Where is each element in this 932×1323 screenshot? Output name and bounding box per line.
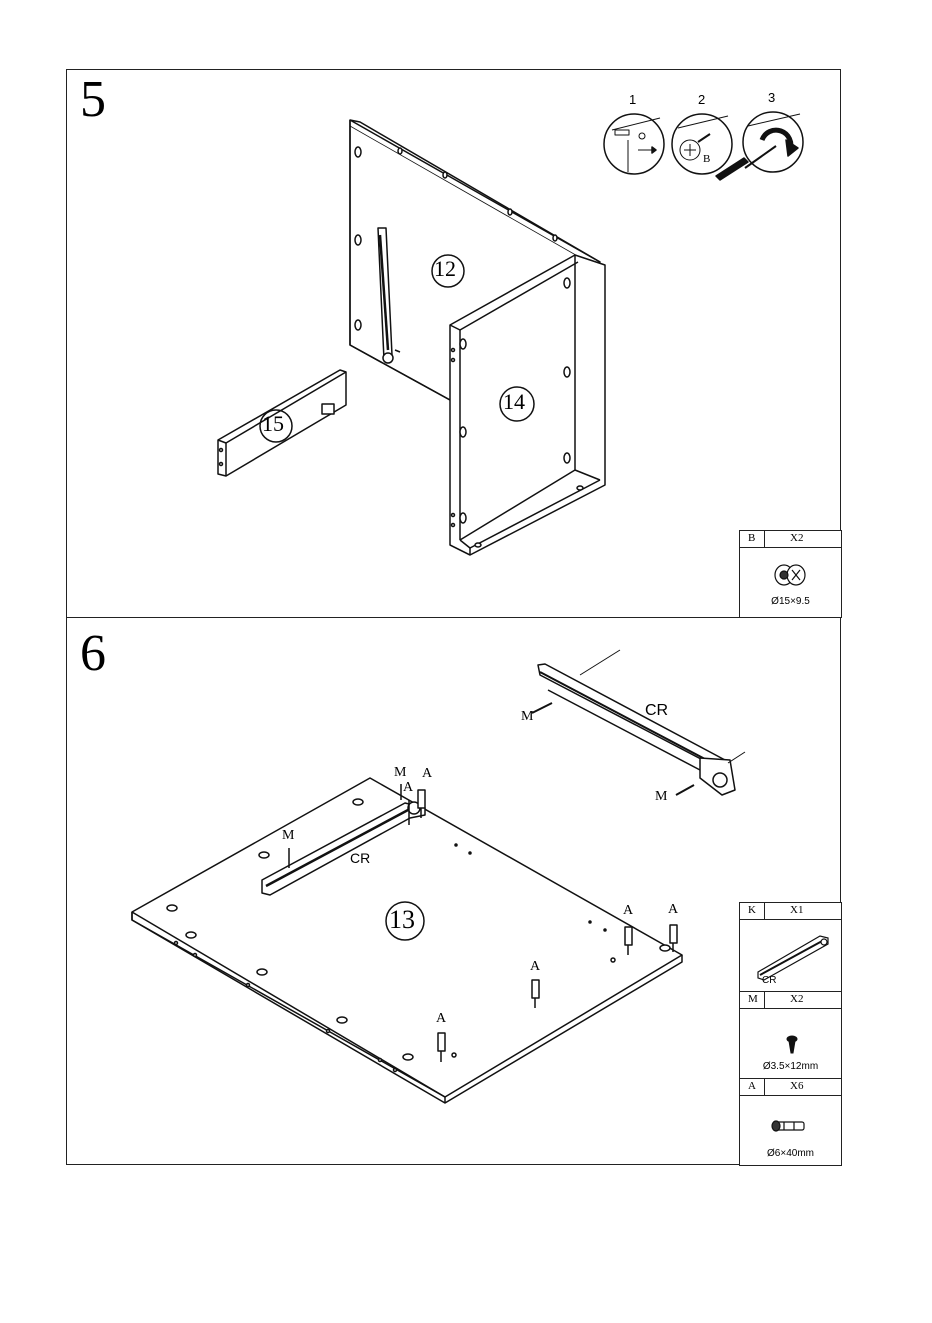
rail-label-detached: CR — [645, 703, 668, 719]
rail-label-mounted: CR — [350, 851, 370, 865]
screw-label-3: M — [282, 829, 294, 843]
part-quantity: X2 — [790, 993, 803, 1005]
cam-step-3-label: 3 — [768, 91, 775, 104]
parts-box-a: A X6 Ø6×40mm — [739, 1078, 842, 1166]
part-quantity: X2 — [790, 532, 803, 544]
part-quantity: X1 — [790, 904, 803, 916]
panel-13-label: 13 — [389, 907, 415, 933]
dowel-label-5: A — [530, 960, 540, 974]
panel-12-label: 12 — [434, 258, 456, 280]
drawer-rail-icon — [740, 920, 841, 992]
part-size: Ø6×40mm — [740, 1148, 841, 1159]
part-code: B — [748, 532, 755, 544]
step-5-number: 5 — [80, 74, 106, 126]
panel-15-label: 15 — [262, 413, 284, 435]
screw-label-2: M — [655, 790, 667, 804]
part-code: K — [748, 904, 756, 916]
part-code: M — [748, 993, 758, 1005]
part-size: Ø15×9.5 — [740, 596, 841, 607]
screw-label-1: M — [521, 710, 533, 724]
parts-box-m: M X2 Ø3.5×12mm — [739, 991, 842, 1079]
cam-step-1-label: 1 — [629, 93, 636, 106]
part-code: A — [748, 1080, 756, 1092]
dowel-label-4: A — [668, 903, 678, 917]
parts-box-k: K X1 CR — [739, 902, 842, 992]
part-size: Ø3.5×12mm — [740, 1061, 841, 1072]
panel-14-label: 14 — [503, 391, 525, 413]
dowel-label-1: A — [403, 781, 413, 795]
cam-step-2-label: 2 — [698, 93, 705, 106]
screw-label-4: M — [394, 766, 406, 780]
cam-lock-icon — [740, 548, 841, 618]
dowel-label-3: A — [623, 904, 633, 918]
parts-box-header: B X2 — [740, 531, 841, 548]
part-name: CR — [762, 976, 776, 986]
dowel-label-2: A — [422, 767, 432, 781]
step-divider — [66, 617, 841, 618]
part-quantity: X6 — [790, 1080, 803, 1092]
step-6-number: 6 — [80, 628, 106, 680]
dowel-label-6: A — [436, 1012, 446, 1026]
parts-box-b: B X2 Ø15×9.5 — [739, 530, 842, 618]
cam-lock-label: B — [703, 154, 710, 165]
